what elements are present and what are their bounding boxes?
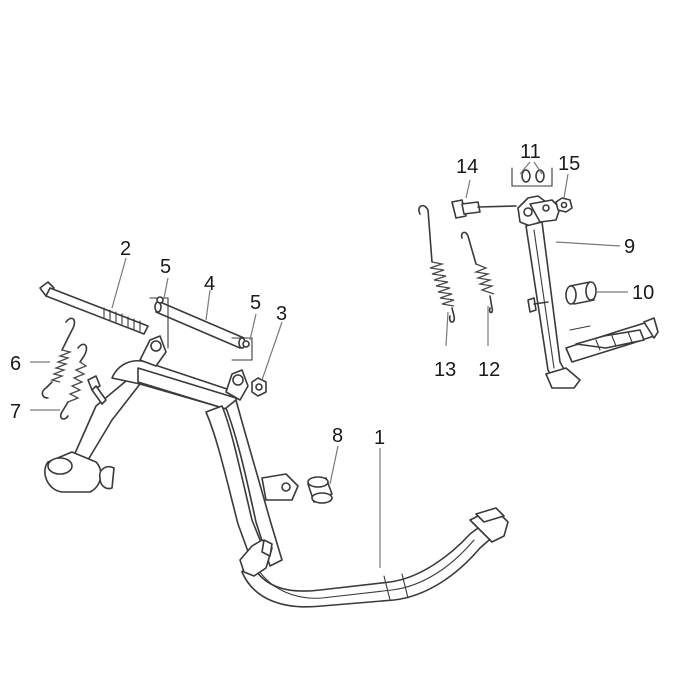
spring-7 <box>59 343 88 420</box>
rubber-buffer-8 <box>307 476 333 504</box>
spring-12 <box>460 231 495 314</box>
small-pin <box>87 375 107 405</box>
label-9: 9 <box>624 236 635 258</box>
side-stand <box>517 195 659 389</box>
label-10: 10 <box>632 282 654 304</box>
label-7: 7 <box>10 401 21 423</box>
pivot-bolt-14 <box>451 199 517 219</box>
nut <box>251 377 267 397</box>
label-13: 13 <box>434 359 456 381</box>
label-8: 8 <box>332 425 343 447</box>
label-4: 4 <box>204 273 215 295</box>
pivot-bolt <box>39 281 149 335</box>
label-2: 2 <box>120 238 131 260</box>
label-6: 6 <box>10 353 21 375</box>
bushing-10 <box>527 281 597 313</box>
washers-11 <box>511 167 553 187</box>
label-15: 15 <box>558 153 580 175</box>
label-5-right: 5 <box>250 292 261 314</box>
label-11: 11 <box>520 141 541 163</box>
label-3: 3 <box>276 303 287 325</box>
label-14: 14 <box>456 156 478 178</box>
center-stand <box>44 335 509 608</box>
label-1: 1 <box>374 427 385 449</box>
retaining-clips <box>149 296 253 361</box>
callout-labels: 1 2 3 4 5 5 6 7 8 9 10 11 12 13 14 15 <box>10 141 654 449</box>
nut-15 <box>555 197 573 213</box>
leader-lines <box>30 161 628 568</box>
spring-13 <box>418 204 456 323</box>
label-5-left: 5 <box>160 256 171 278</box>
spring-6 <box>41 317 76 399</box>
label-12: 12 <box>478 359 500 381</box>
